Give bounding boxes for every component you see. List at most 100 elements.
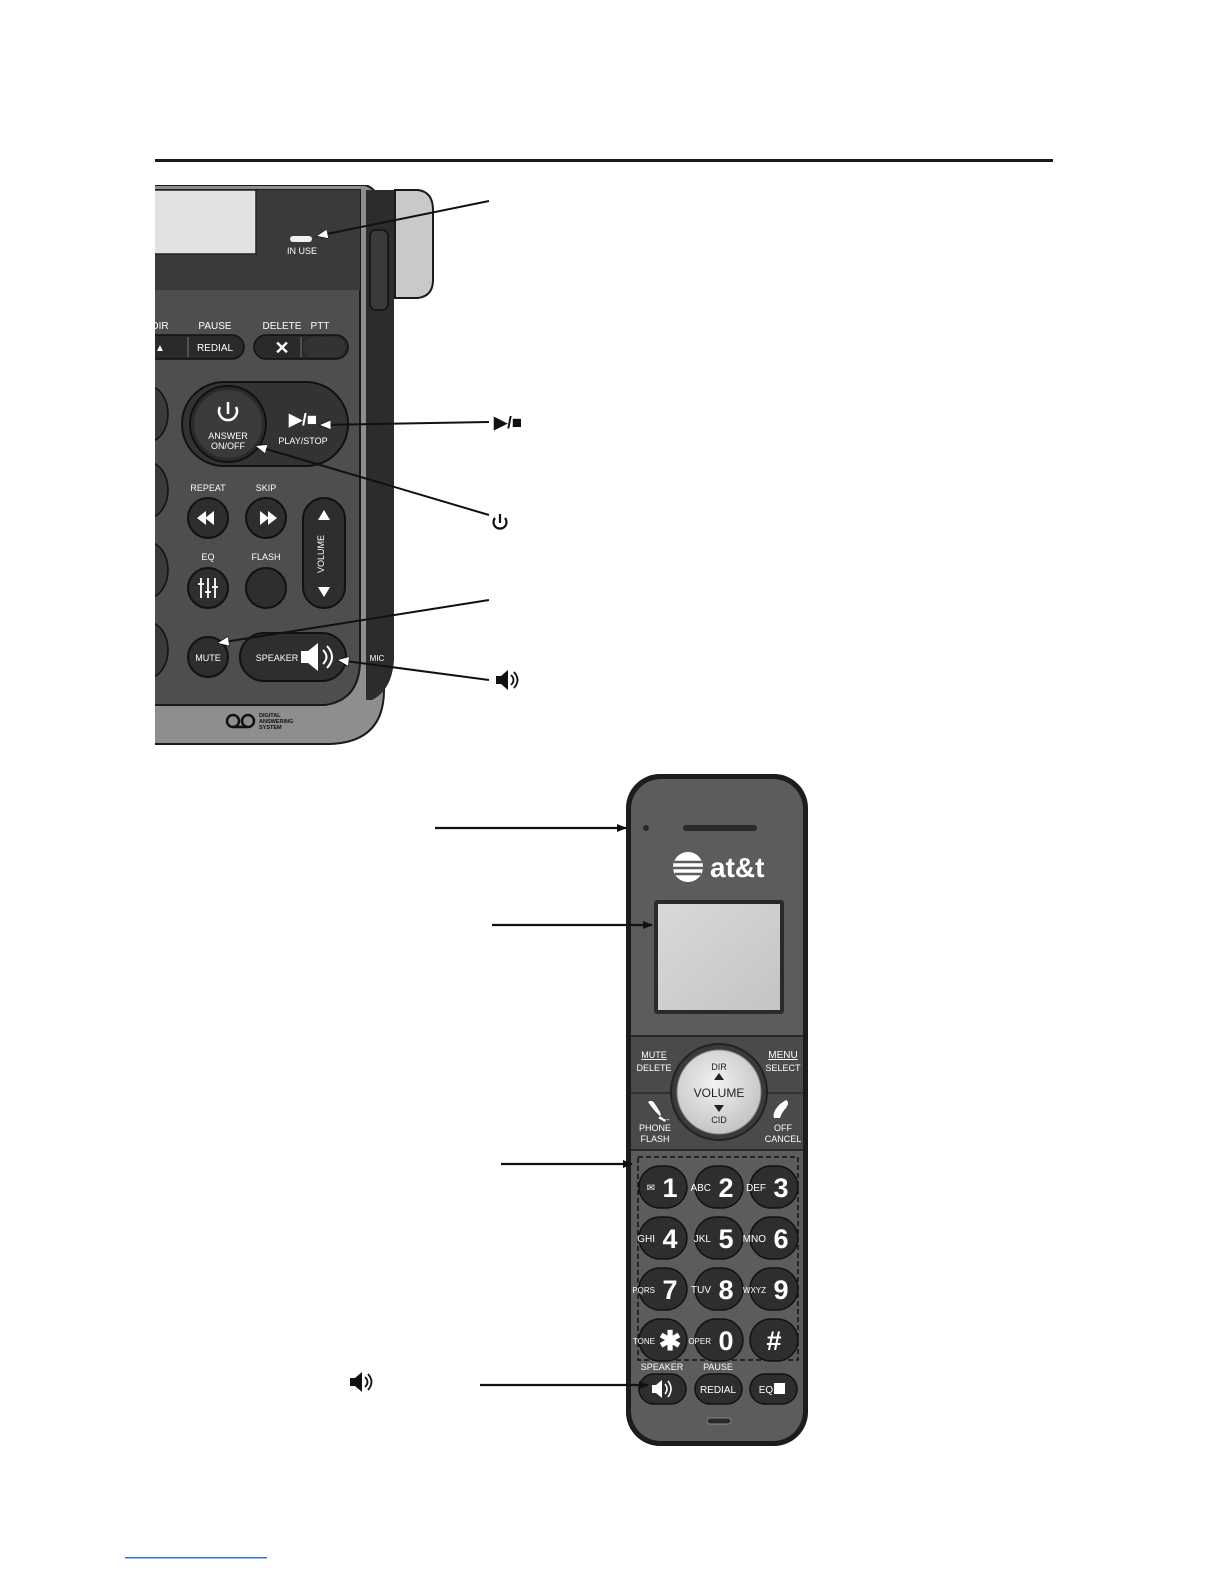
eq-label: EQ xyxy=(201,552,214,562)
callout-in-use xyxy=(317,200,490,236)
keypad-key-letters: TUV xyxy=(691,1285,711,1296)
keypad-key-10[interactable]: TONE ✱ xyxy=(633,1318,688,1362)
select-softkey-label: SELECT xyxy=(765,1063,801,1073)
speaker-key-label: SPEAKER xyxy=(641,1362,684,1372)
keypad-key-digit: 4 xyxy=(662,1224,677,1254)
mute-label: MUTE xyxy=(195,653,221,663)
repeat-label: REPEAT xyxy=(190,483,226,493)
speaker-icon xyxy=(301,643,333,671)
flash-label: FLASH xyxy=(251,552,280,562)
keypad-key-4[interactable]: GHI 4 xyxy=(637,1216,688,1260)
keypad-key-shape[interactable] xyxy=(638,1318,688,1362)
keypad-key-digit: # xyxy=(766,1326,781,1356)
handset-eq-button[interactable] xyxy=(749,1373,798,1405)
keypad-key-3[interactable]: DEF 3 xyxy=(746,1165,799,1209)
play-stop-label: PLAY/STOP xyxy=(278,436,327,446)
nav-key[interactable] xyxy=(676,1049,762,1135)
att-globe-icon xyxy=(673,852,703,882)
keypad-key-shape[interactable] xyxy=(694,1318,744,1362)
keypad-key-shape[interactable] xyxy=(749,1267,799,1311)
handset-speaker-callout-icon xyxy=(350,1372,373,1392)
volume-rocker[interactable] xyxy=(302,497,346,609)
keypad-key-digit: 7 xyxy=(662,1275,677,1305)
keypad-key-shape[interactable] xyxy=(638,1216,688,1260)
keypad-key-letters: ✉ xyxy=(647,1183,655,1194)
power-icon xyxy=(217,402,239,422)
keypad-key-shape[interactable] xyxy=(694,1267,744,1311)
keypad-key-12[interactable]: # xyxy=(749,1318,799,1362)
off-cancel-key[interactable]: OFF xyxy=(774,1123,792,1133)
equalizer-icon xyxy=(198,578,218,598)
handset-speaker-button[interactable] xyxy=(638,1373,687,1405)
speaker-label: SPEAKER xyxy=(256,653,299,663)
ptt-label: PTT xyxy=(311,321,330,332)
callout-mute xyxy=(218,599,490,643)
keypad-key-shape[interactable] xyxy=(749,1318,799,1362)
flash-button[interactable] xyxy=(245,567,287,609)
mute-softkey[interactable]: MUTE xyxy=(641,1050,667,1060)
earpiece xyxy=(683,825,757,831)
keypad-key-digit: ✱ xyxy=(659,1326,682,1356)
cancel-softkey-label: CANCEL xyxy=(765,1134,802,1144)
keypad-key-letters: TONE xyxy=(633,1337,655,1346)
das-logo-line2: ANSWERING xyxy=(259,719,293,725)
base-unit: IN USE DIR PAUSE DELETE PTT ▲ REDIAL ✕ A… xyxy=(151,185,434,745)
brand-logo: at&t xyxy=(710,852,764,883)
keypad-key-7[interactable]: PQRS 7 xyxy=(632,1267,688,1311)
ptt-button[interactable] xyxy=(303,337,345,357)
keypad-key-shape[interactable] xyxy=(638,1165,688,1209)
keypad-key-shape[interactable] xyxy=(749,1216,799,1260)
rewind-icon xyxy=(197,511,214,525)
charge-light xyxy=(643,825,649,831)
keypad-key-digit: 8 xyxy=(718,1275,733,1305)
phone-flash-key[interactable]: PHONE xyxy=(639,1123,671,1133)
das-logo: DIGITAL ANSWERING SYSTEM xyxy=(225,713,293,731)
fast-forward-icon xyxy=(260,511,277,525)
delete-button[interactable]: ✕ xyxy=(274,338,289,358)
play-stop-callout-icon: ▶/■ xyxy=(493,413,522,432)
keypad-key-letters: PQRS xyxy=(632,1286,655,1295)
keypad-key-shape[interactable] xyxy=(694,1216,744,1260)
keypad-key-letters: OPER xyxy=(688,1337,711,1346)
nav-volume-label: VOLUME xyxy=(694,1086,745,1100)
delete-softkey-label: DELETE xyxy=(636,1063,671,1073)
base-display xyxy=(155,189,257,255)
dir-label: DIR xyxy=(151,321,168,332)
callout-answer xyxy=(256,446,490,516)
play-stop-icon: ▶/■ xyxy=(288,410,317,429)
keypad-key-letters: WXYZ xyxy=(743,1286,766,1295)
menu-softkey[interactable]: MENU xyxy=(768,1050,797,1061)
microphone xyxy=(706,1417,732,1425)
nav-down-icon xyxy=(714,1105,724,1112)
keypad-key-shape[interactable] xyxy=(749,1165,799,1209)
pause-label: PAUSE xyxy=(198,321,231,332)
power-callout-icon xyxy=(492,514,508,530)
volume-up-icon xyxy=(318,510,330,520)
keypad-key-letters: MNO xyxy=(743,1234,767,1245)
redial-button[interactable]: REDIAL xyxy=(197,343,234,354)
keypad-key-letters: JKL xyxy=(694,1234,712,1245)
dir-up-button[interactable]: ▲ xyxy=(155,343,165,354)
handset-redial-button[interactable] xyxy=(694,1373,743,1405)
keypad-key-letters: DEF xyxy=(746,1183,766,1194)
answer-on-off-button[interactable] xyxy=(194,390,262,458)
keypad-key-8[interactable]: TUV 8 xyxy=(691,1267,744,1311)
redial-key-label: REDIAL xyxy=(700,1385,737,1396)
mute-button[interactable] xyxy=(187,636,229,678)
keypad-key-1[interactable]: ✉1 xyxy=(638,1165,688,1209)
nav-cid-label: CID xyxy=(711,1115,727,1125)
keypad-key-letters: GHI xyxy=(637,1234,655,1245)
keypad-key-shape[interactable] xyxy=(694,1165,744,1209)
callout-speaker xyxy=(338,660,490,681)
base-callouts xyxy=(218,200,490,681)
keypad-key-digit: 3 xyxy=(773,1173,788,1203)
keypad-key-shape[interactable] xyxy=(638,1267,688,1311)
answer-label: ANSWER xyxy=(208,431,248,441)
